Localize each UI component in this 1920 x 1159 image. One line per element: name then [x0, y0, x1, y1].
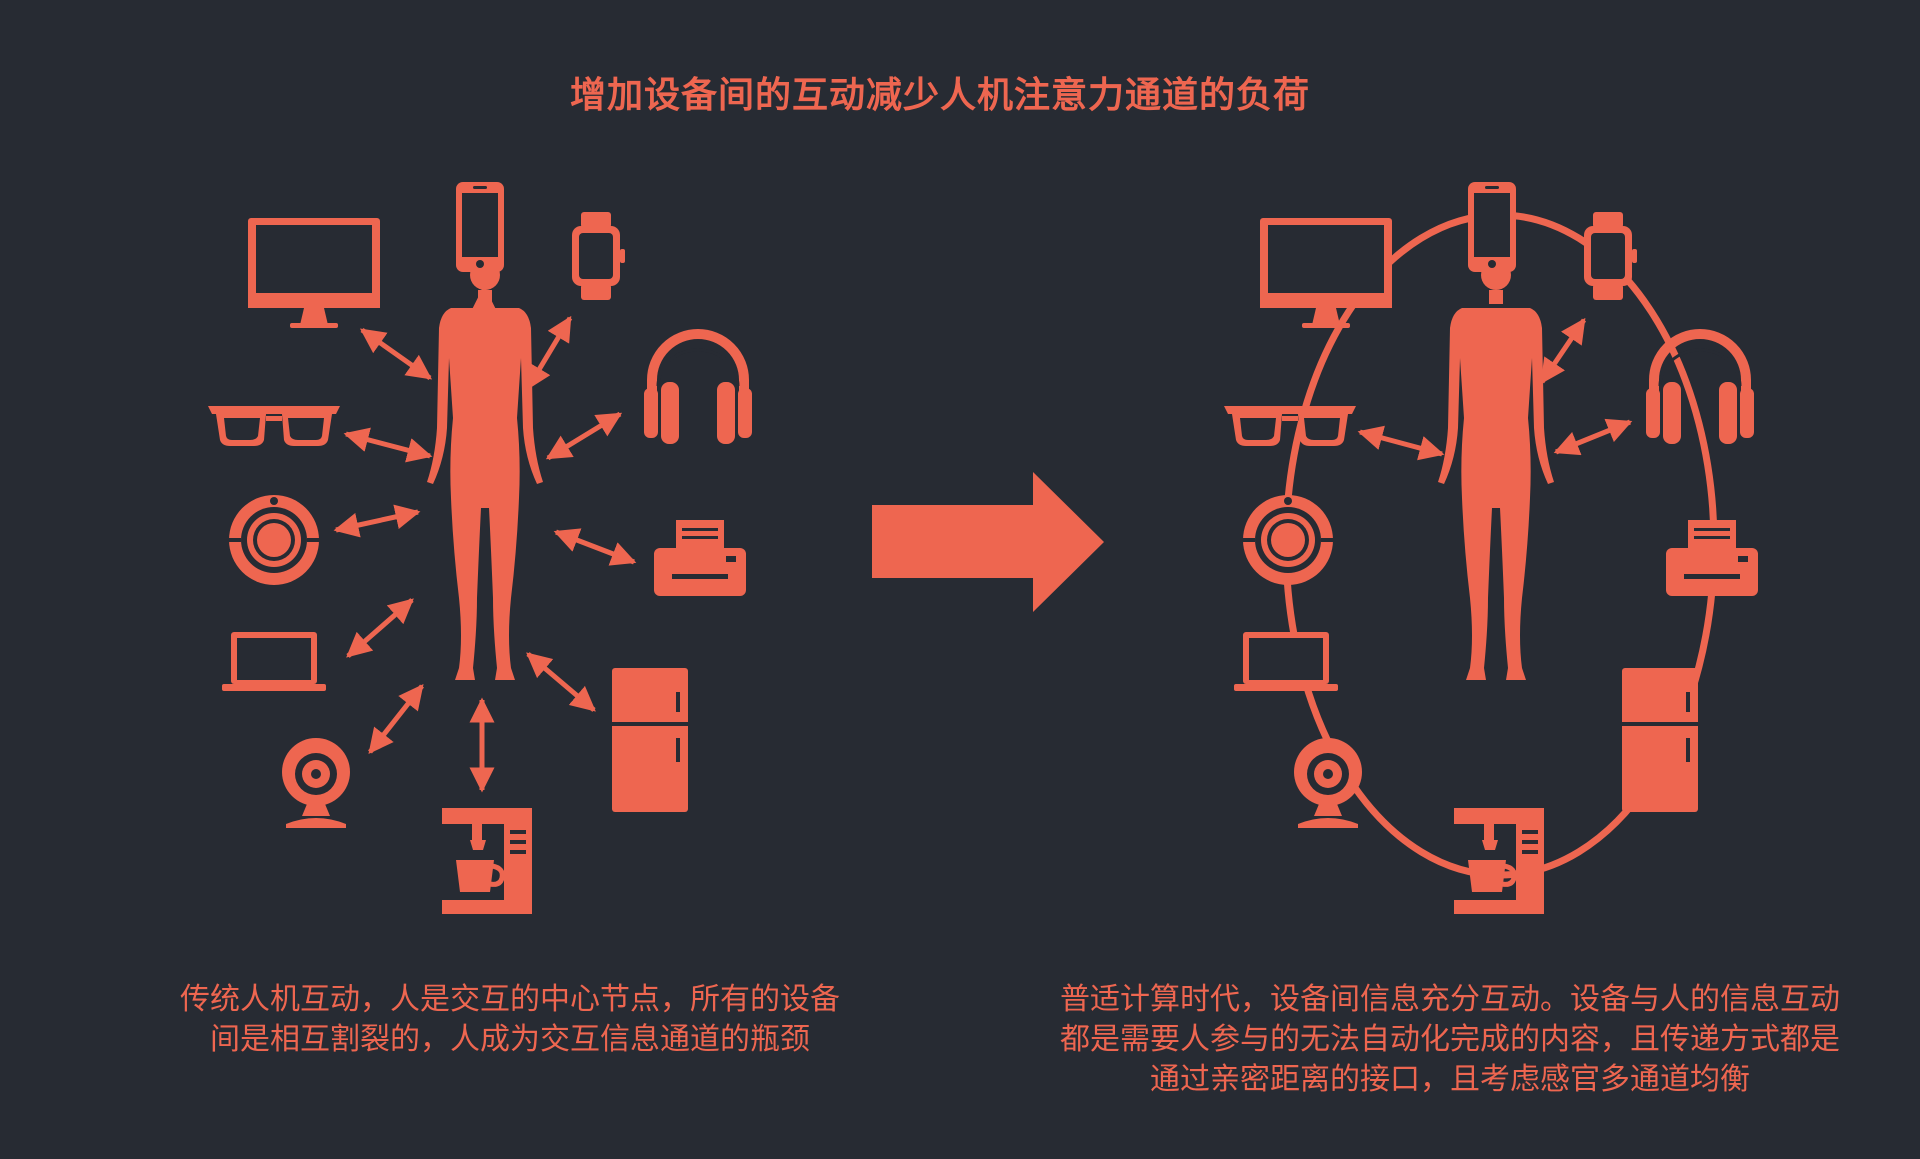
webcam-icon [1294, 738, 1362, 828]
laptop-icon [1234, 632, 1338, 691]
fridge-icon [1622, 668, 1698, 812]
arrow-to-glasses [343, 427, 433, 463]
robot-vacuum-icon [1243, 495, 1333, 585]
fridge-icon [612, 668, 688, 812]
arrow-to-monitor [359, 327, 433, 381]
headphones-icon [644, 334, 752, 444]
monitor-icon [1260, 218, 1392, 328]
arrow-to-headphones [1553, 418, 1633, 456]
vr-glasses-icon [1224, 406, 1356, 446]
webcam-icon [282, 738, 350, 828]
human-figure-icon [427, 260, 543, 680]
smartphone-icon [456, 182, 504, 272]
arrow-to-printer [553, 528, 637, 566]
arrow-to-watch [525, 315, 573, 391]
right-diagram [1224, 182, 1758, 914]
vr-glasses-icon [208, 406, 340, 446]
arrow-to-watch [1539, 317, 1587, 385]
right-arrow-icon [872, 472, 1104, 612]
robot-vacuum-icon [229, 495, 319, 585]
left-arrows [333, 285, 637, 793]
printer-icon [654, 520, 746, 596]
coffee-machine-icon [1454, 808, 1544, 914]
arrow-to-headphones [545, 411, 623, 461]
arrow-to-glasses [1357, 425, 1445, 461]
arrow-to-laptop [346, 598, 414, 658]
smartphone-icon [1468, 182, 1516, 272]
right-arrows [1357, 317, 1633, 461]
arrow-to-vacuum [333, 504, 421, 538]
left-caption: 传统人机互动，人是交互的中心节点，所有的设备 间是相互割裂的，人成为交互信息通道… [180, 982, 840, 1057]
human-figure-icon [1438, 260, 1554, 680]
coffee-machine-icon [442, 808, 532, 914]
smartwatch-icon [572, 212, 625, 300]
laptop-icon [222, 632, 326, 691]
left-diagram [208, 182, 752, 914]
arrow-to-fridge [526, 652, 596, 712]
arrow-to-webcam [368, 684, 424, 754]
page-title: 增加设备间的互动减少人机注意力通道的负荷 [569, 75, 1310, 116]
right-caption: 普适计算时代，设备间信息充分互动。设备与人的信息互动 都是需要人参与的无法自动化… [1060, 982, 1840, 1097]
printer-icon [1666, 520, 1758, 596]
monitor-icon [248, 218, 380, 328]
